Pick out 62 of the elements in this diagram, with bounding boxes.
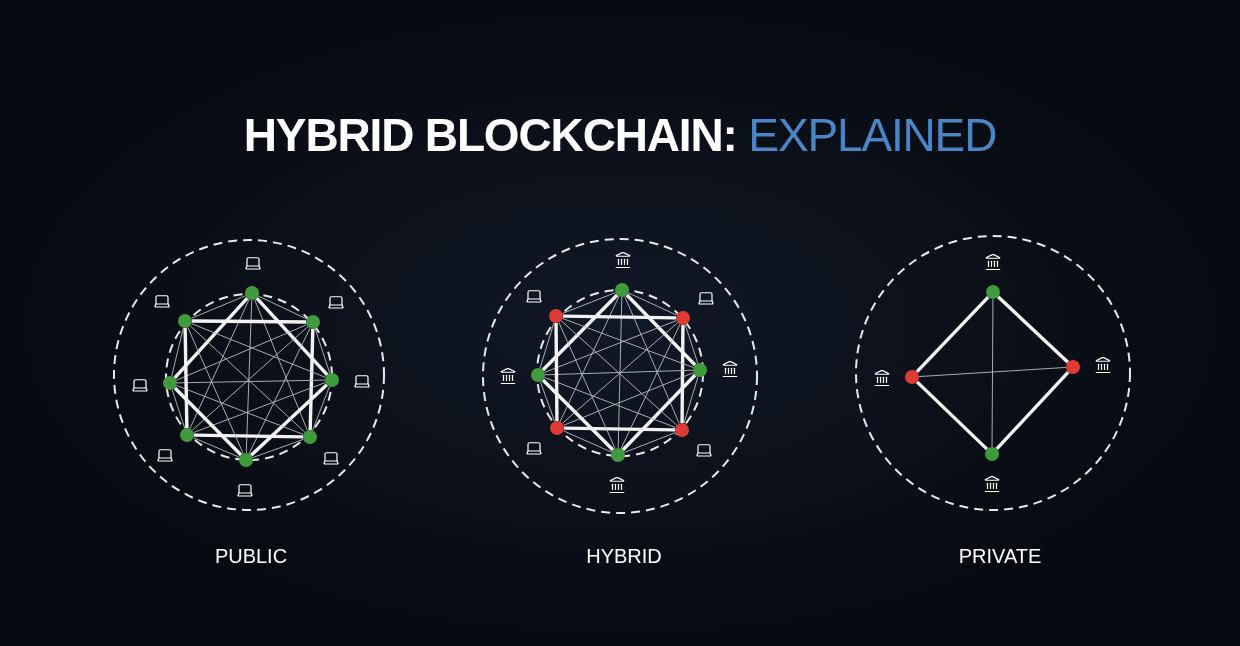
connector-line <box>308 328 315 431</box>
connector-line <box>915 295 990 374</box>
connector-line <box>541 378 615 452</box>
network-label: HYBRID <box>586 544 662 569</box>
connector-line <box>541 293 619 372</box>
connector-line <box>621 373 697 452</box>
connector-line <box>620 323 681 450</box>
connector-line <box>562 318 694 368</box>
connector-line <box>554 323 559 421</box>
connector-line <box>191 323 326 378</box>
connector-line <box>624 432 676 453</box>
connector-line <box>991 298 994 448</box>
connector-line <box>171 327 184 377</box>
connector-line <box>625 293 697 367</box>
connector-line <box>996 295 1070 364</box>
connector-line <box>193 433 304 439</box>
connector-line <box>562 430 613 453</box>
connector-line <box>684 324 699 364</box>
connector-line <box>189 298 250 430</box>
connector-line <box>627 292 678 316</box>
connector-line <box>245 299 253 454</box>
connector-line <box>249 383 329 457</box>
connector-line <box>173 386 243 457</box>
connector-line <box>257 295 308 320</box>
connector-line <box>544 369 694 376</box>
connector-line <box>183 327 189 429</box>
network-label: PUBLIC <box>214 544 288 569</box>
connector-line <box>314 328 331 374</box>
connector-line <box>680 325 685 423</box>
connector-line <box>312 386 330 431</box>
connector-line <box>539 322 555 369</box>
connector-line <box>255 297 329 376</box>
connector-line <box>617 296 623 449</box>
connector-line <box>191 295 246 319</box>
connector-line <box>192 319 306 324</box>
connector-line <box>539 381 556 422</box>
connector-line <box>173 297 249 379</box>
connector-line <box>624 296 680 424</box>
connector-line <box>563 426 676 432</box>
connector-line <box>254 299 308 431</box>
connector-line <box>176 324 307 381</box>
connector-line <box>176 379 326 384</box>
connector-line <box>193 437 240 458</box>
connector-line <box>187 326 244 455</box>
connector-line <box>915 380 989 451</box>
connector-line <box>683 376 699 424</box>
network-label: PRIVATE <box>958 544 1042 569</box>
connector-line <box>252 438 304 459</box>
connector-line <box>559 295 620 423</box>
connector-line <box>918 367 1067 377</box>
connector-line <box>562 292 616 314</box>
title: HYBRID BLOCKCHAIN: EXPLAINED <box>243 112 997 158</box>
connector-line <box>562 314 677 320</box>
connector-line <box>995 370 1070 451</box>
connector-line <box>248 327 311 455</box>
connector-line <box>544 377 676 428</box>
connector-line <box>193 382 326 433</box>
connector-line <box>544 320 677 373</box>
connector-line <box>558 321 616 450</box>
connector-line <box>176 385 304 435</box>
connector-line <box>563 372 694 426</box>
connector-line <box>171 389 186 429</box>
